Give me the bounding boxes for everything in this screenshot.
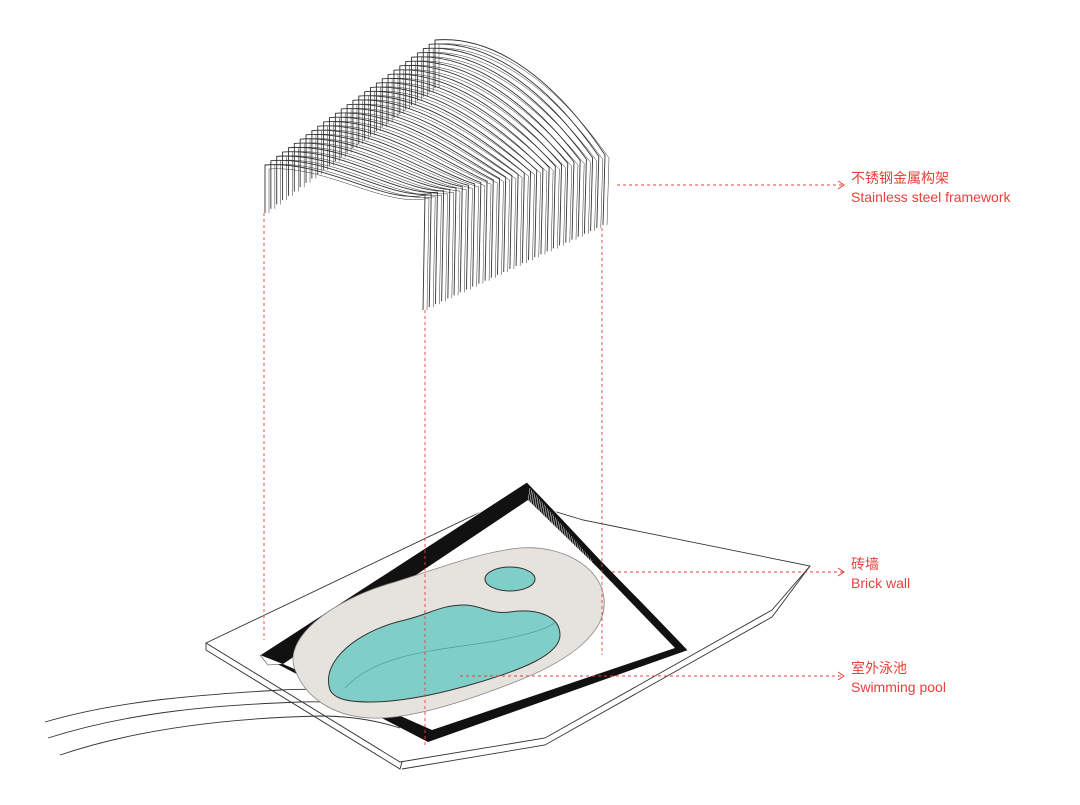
- brick-hatch-line: [530, 491, 534, 506]
- brick-hatch-line: [546, 510, 550, 525]
- framework-rib-edge: [438, 43, 610, 226]
- hot-tub: [484, 566, 536, 592]
- framework-rib-edge: [421, 56, 591, 234]
- brick-hatch-line: [561, 526, 564, 541]
- callout-brick-wall-en: Brick wall: [851, 575, 910, 591]
- brick-hatch-line: [550, 513, 553, 528]
- framework-rib-edge: [344, 112, 510, 272]
- framework-rib-edge: [268, 168, 430, 311]
- brick-hatch-line: [556, 521, 559, 536]
- callout-framework-zh: 不锈钢金属构架: [851, 171, 949, 187]
- framework-rib: [399, 65, 569, 243]
- framework-rib-edge: [280, 159, 442, 305]
- brick-hatch-line: [540, 502, 543, 517]
- brick-hatch-line: [557, 523, 561, 538]
- brick-hatch-line: [562, 528, 566, 543]
- arrow-framework: [837, 180, 845, 190]
- arrow-brick-wall: [837, 567, 845, 577]
- brick-hatch-line: [543, 506, 547, 521]
- framework-rib: [405, 60, 575, 240]
- callout-pool: 室外泳池 Swimming pool: [851, 660, 946, 695]
- brick-hatch-line: [548, 511, 551, 527]
- callout-framework: 不锈钢金属构架 Stainless steel framework: [851, 171, 1012, 205]
- brick-hatch-line: [534, 495, 537, 510]
- framework-rib-edge: [350, 108, 517, 269]
- arrow-pool: [837, 671, 845, 681]
- brick-hatch-line: [535, 497, 539, 512]
- framework-rib-edge: [356, 103, 523, 267]
- framework-rib: [311, 129, 476, 287]
- steel-framework: [264, 39, 610, 311]
- framework-rib-edge: [362, 99, 529, 264]
- framework-rib-edge: [427, 52, 597, 231]
- brick-hatch-line: [554, 519, 558, 534]
- brick-hatch-line: [564, 530, 567, 545]
- framework-rib-edge: [339, 116, 504, 275]
- brick-hatch-line: [537, 499, 540, 514]
- framework-rib-edge: [303, 142, 467, 293]
- framework-rib-edge: [286, 155, 448, 302]
- framework-rib-edge: [309, 138, 473, 290]
- framework-rib-edge: [321, 129, 486, 284]
- callout-brick-wall-zh: 砖墙: [851, 557, 879, 573]
- brick-hatch-line: [572, 539, 575, 554]
- brick-hatch-line: [559, 524, 563, 539]
- framework-rib: [422, 47, 594, 231]
- framework-rib-edge: [415, 60, 585, 237]
- framework-rib: [323, 121, 488, 281]
- brick-hatch-line: [538, 500, 542, 515]
- framework-rib-edge: [368, 95, 535, 261]
- brick-hatch-line: [583, 552, 586, 567]
- framework-rib: [375, 82, 544, 255]
- brick-hatch-line: [551, 515, 555, 530]
- framework-rib-edge: [292, 151, 455, 299]
- framework-rib: [282, 151, 445, 302]
- brick-hatch-line: [575, 543, 578, 558]
- brick-hatch-line: [578, 547, 582, 562]
- framework-rib: [317, 125, 482, 284]
- brick-hatch-line: [529, 489, 532, 504]
- brick-hatch-line: [569, 535, 572, 551]
- brick-hatch-line: [573, 541, 577, 556]
- framework-rib: [434, 39, 606, 226]
- swimming-pool: [328, 604, 561, 703]
- callout-pool-en: Swimming pool: [851, 679, 946, 695]
- framework-rib: [364, 90, 531, 261]
- brick-hatch-line: [581, 550, 585, 565]
- framework-rib-edge: [432, 47, 604, 228]
- brick-hatch-line: [565, 532, 569, 547]
- brick-hatch-line: [527, 487, 531, 503]
- brick-hatch-line: [570, 537, 574, 552]
- framework-rib: [270, 159, 432, 308]
- brick-hatch-line: [545, 508, 548, 523]
- callout-pool-zh: 室外泳池: [851, 660, 907, 677]
- callout-brick-wall: 砖墙 Brick wall: [851, 557, 910, 591]
- callout-framework-en: Stainless steel framework: [851, 189, 1012, 205]
- framework-rib: [416, 52, 587, 234]
- brick-hatch-line: [577, 545, 580, 560]
- framework-rib-edge: [315, 134, 479, 287]
- framework-rib-edge: [298, 147, 461, 296]
- brick-hatch-line: [580, 548, 583, 563]
- leader-lines: [263, 184, 843, 748]
- brick-hatch-line: [542, 504, 545, 519]
- brick-hatch-line: [567, 534, 570, 549]
- framework-rib: [411, 56, 581, 237]
- framework-rib: [276, 155, 438, 305]
- ground-plane: [44, 497, 811, 770]
- framework-rib-edge: [391, 78, 560, 249]
- framework-rib-edge: [274, 164, 436, 308]
- framework-rib: [393, 69, 563, 246]
- framework-rib-edge: [327, 125, 492, 281]
- brick-hatch-line: [553, 517, 556, 532]
- framework-rib-edge: [333, 121, 498, 278]
- brick-hatch-line: [532, 493, 536, 508]
- framework-rib: [428, 43, 600, 228]
